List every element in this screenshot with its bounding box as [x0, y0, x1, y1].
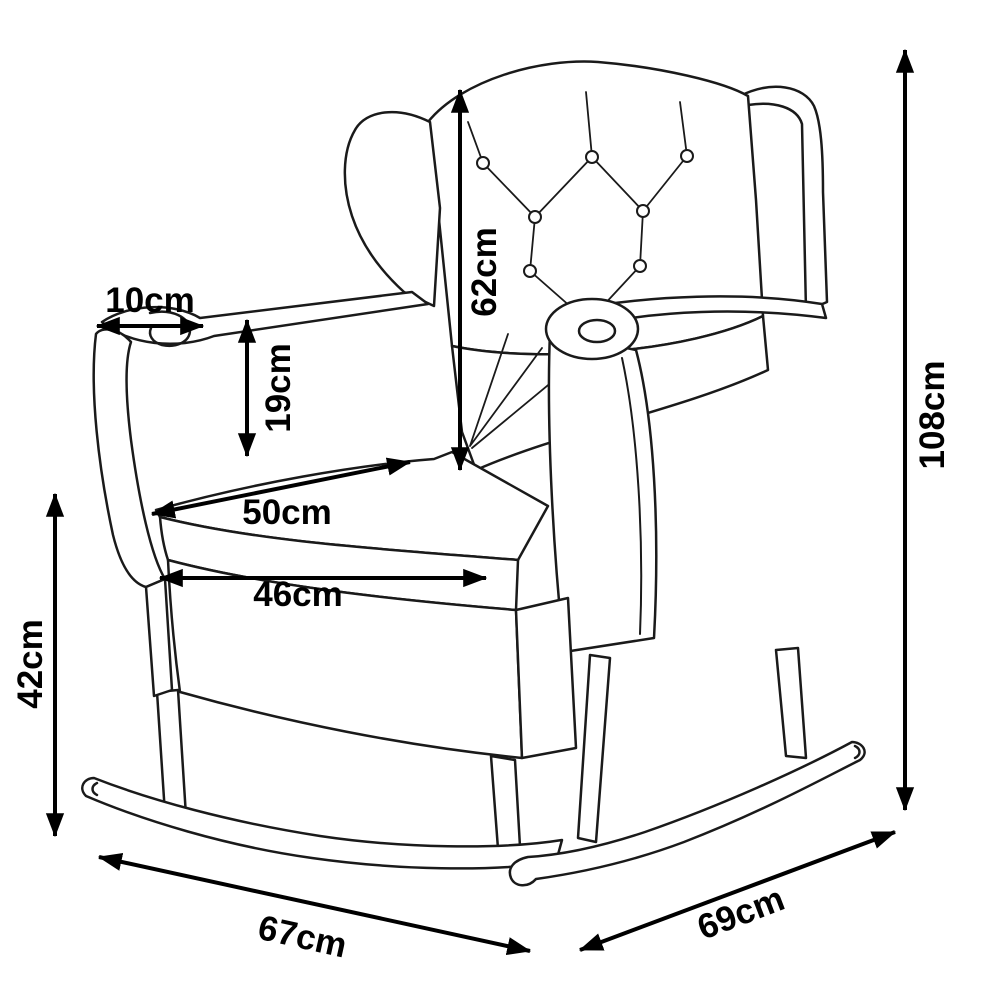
label-seat-depth: 50cm [242, 493, 332, 532]
right-wing-roll [738, 85, 829, 313]
label-seat-width: 46cm [253, 575, 343, 614]
tufting-top-creases [467, 91, 688, 164]
tufting-diamond-lines [482, 155, 688, 323]
label-armrest-height: 19cm [259, 343, 298, 433]
back-right-leg [774, 646, 808, 760]
base-front [166, 558, 524, 760]
dim-line-seat-depth [150, 457, 412, 519]
back-left-leg [576, 653, 612, 844]
right-rocker-tip-curl [853, 744, 861, 760]
tufting-buttons [476, 149, 694, 278]
front-left-leg [155, 688, 188, 818]
dim-line-base-depth [578, 830, 897, 952]
left-side-panel [144, 577, 174, 698]
tufting-button [523, 264, 537, 278]
right-arm-side [547, 330, 658, 654]
left-arm-front [92, 328, 167, 589]
chair-drawing [81, 60, 866, 887]
tufting-button [633, 259, 647, 273]
tufting-button [636, 204, 650, 218]
left-rocker [81, 776, 564, 870]
tufting-button [585, 150, 599, 164]
tufting-button [476, 156, 490, 170]
back-tufting-creases [467, 91, 688, 449]
label-arm-width: 10cm [105, 281, 195, 320]
label-total-height: 108cm [913, 361, 952, 470]
left-arm-roll-curl [148, 310, 192, 347]
right-arm-top [558, 295, 828, 332]
right-arm-roll-inner [577, 318, 617, 344]
left-rocker-tip-curl [91, 781, 99, 797]
base-right-side [514, 596, 578, 760]
left-wing [343, 110, 442, 308]
label-base-width: 67cm [255, 908, 351, 965]
tufting-button [528, 210, 542, 224]
dimension-arrows [45, 48, 915, 956]
label-backrest-height: 62cm [465, 227, 504, 317]
dim-line-base-width [97, 852, 532, 956]
label-seat-height: 42cm [11, 619, 50, 709]
tufting-button [680, 149, 694, 163]
right-arm-piping [621, 357, 643, 635]
